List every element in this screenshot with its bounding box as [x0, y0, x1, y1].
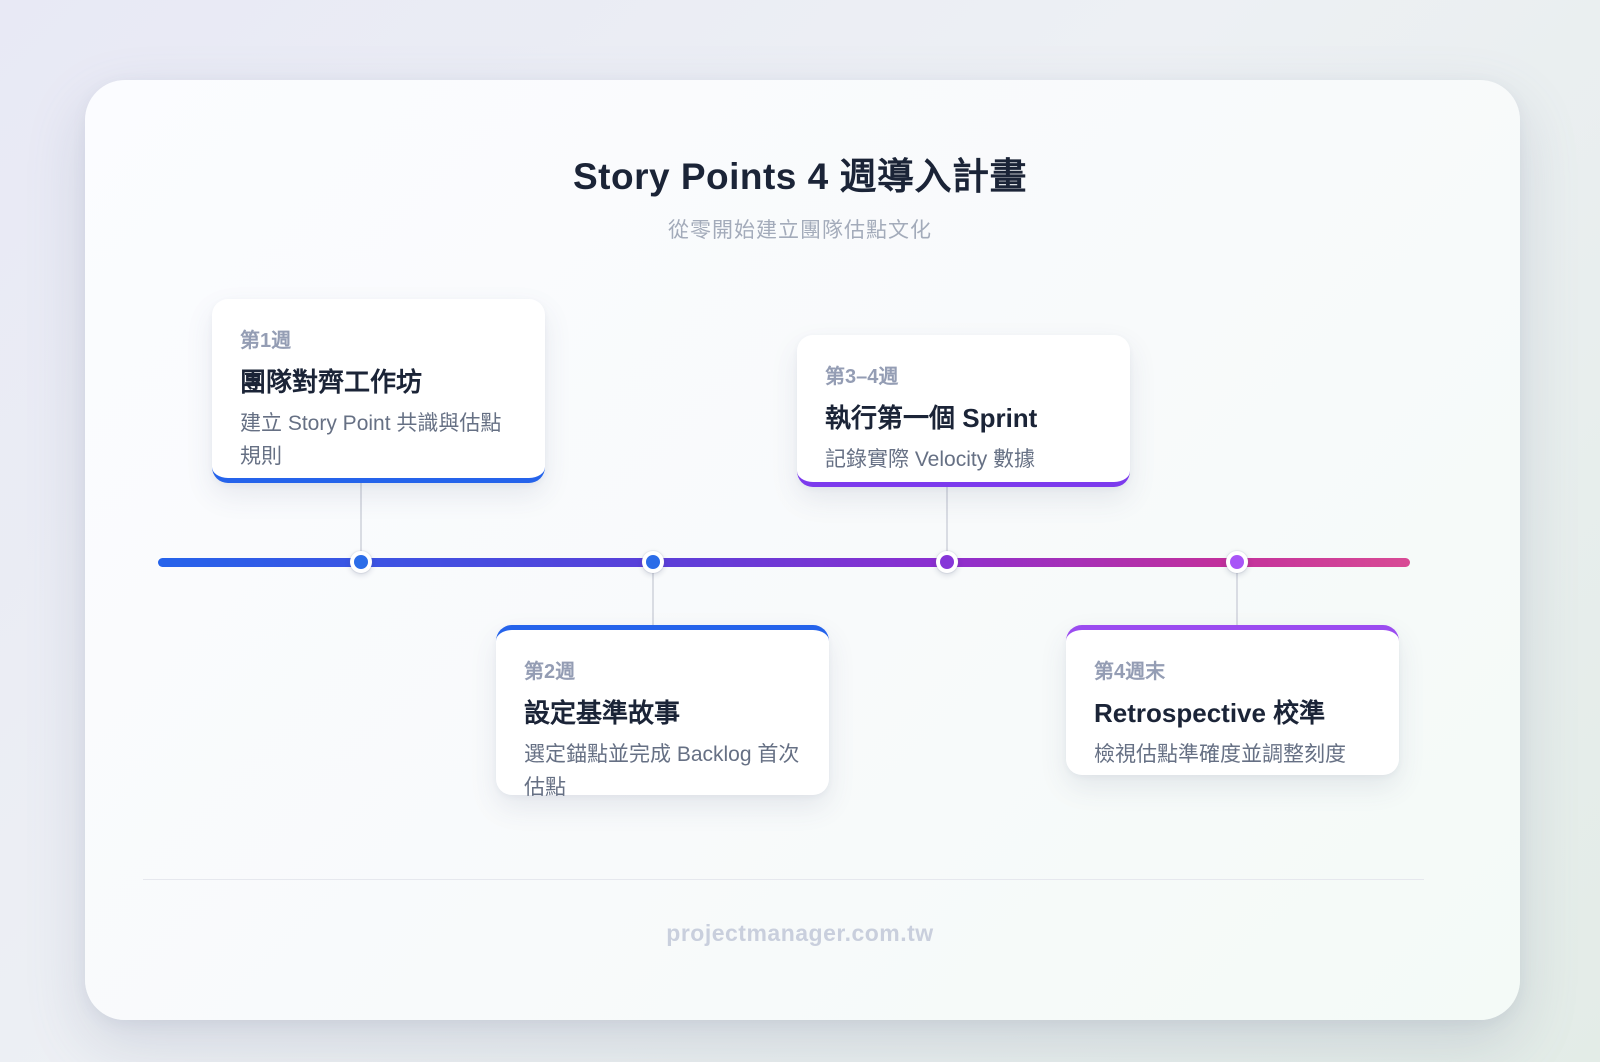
milestone-week-label: 第3–4週	[825, 366, 899, 388]
milestone-title: 執行第一個 Sprint	[825, 403, 1038, 433]
connector-week2	[652, 567, 654, 625]
timeline-dot-week3-4	[936, 551, 958, 573]
timeline-dot-week2	[642, 551, 664, 573]
connector-week3-4	[946, 487, 948, 558]
milestone-title: 設定基準故事	[524, 698, 681, 728]
milestone-week-label: 第1週	[240, 330, 292, 352]
milestone-title: Retrospective 校準	[1094, 698, 1326, 728]
milestone-card-week1: 第1週 團隊對齊工作坊 建立 Story Point 共識與估點規則	[212, 299, 545, 483]
connector-week4-end	[1236, 567, 1238, 625]
page-subtitle: 從零開始建立團隊估點文化	[668, 219, 932, 242]
milestone-description: 建立 Story Point 共識與估點規則	[240, 412, 502, 468]
milestone-title: 團隊對齊工作坊	[240, 367, 423, 397]
timeline-dot-week4-end	[1226, 551, 1248, 573]
milestone-week-label: 第2週	[524, 661, 576, 683]
timeline-bar	[158, 558, 1410, 567]
milestone-week-label: 第4週末	[1094, 661, 1166, 683]
infographic-panel	[85, 80, 1520, 1020]
milestone-card-week4-end: 第4週末 Retrospective 校準 檢視估點準確度並調整刻度	[1066, 625, 1399, 775]
milestone-description: 選定錨點並完成 Backlog 首次估點	[524, 743, 800, 799]
connector-week1	[360, 483, 362, 558]
footer-divider	[143, 879, 1424, 880]
milestone-card-week3-4: 第3–4週 執行第一個 Sprint 記錄實際 Velocity 數據	[797, 335, 1130, 487]
milestone-description: 記錄實際 Velocity 數據	[825, 448, 1036, 471]
timeline-dot-week1	[350, 551, 372, 573]
milestone-card-week2: 第2週 設定基準故事 選定錨點並完成 Backlog 首次估點	[496, 625, 829, 799]
milestone-description: 檢視估點準確度並調整刻度	[1094, 743, 1346, 766]
footer-site-label: projectmanager.com.tw	[666, 920, 934, 946]
page-title: Story Points 4 週導入計畫	[572, 156, 1028, 197]
